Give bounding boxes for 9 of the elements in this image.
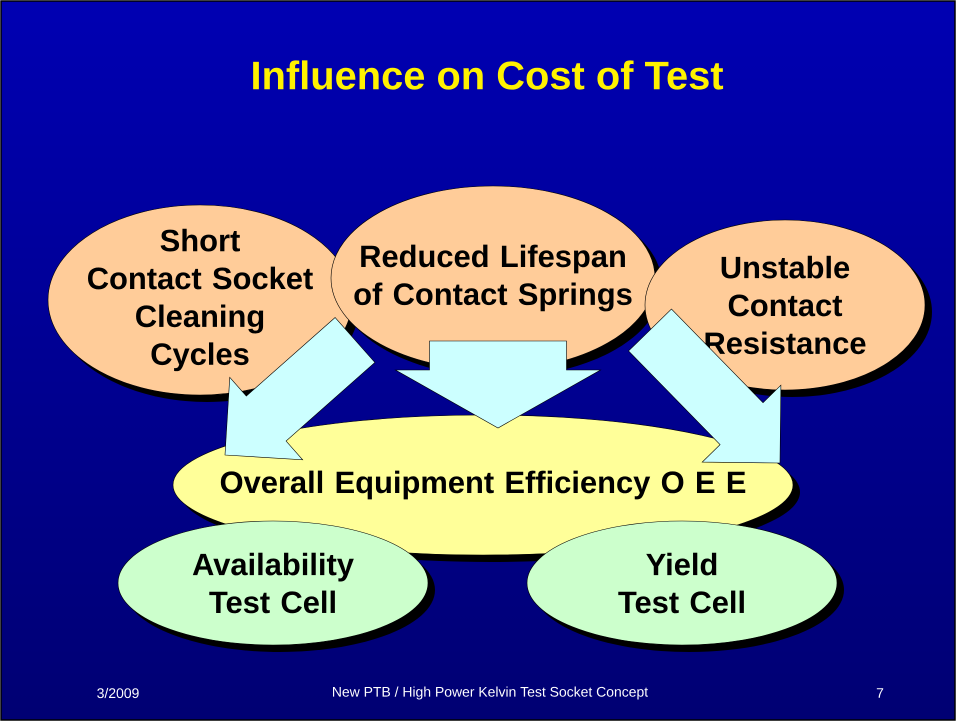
slide-title: Influence on Cost of Test bbox=[253, 60, 724, 90]
footer-text: New PTB / High Power Kelvin Test Socket Concept bbox=[333, 686, 648, 700]
block-arrow bbox=[394, 340, 602, 428]
footer-text: 7 bbox=[876, 688, 884, 698]
ellipse-node: Availability Test Cell bbox=[118, 520, 428, 646]
footer-text: 3/2009 bbox=[97, 688, 139, 698]
ellipse-node: Yield Test Cell bbox=[526, 520, 838, 646]
block-arrow bbox=[224, 317, 376, 460]
block-arrow bbox=[628, 308, 782, 464]
